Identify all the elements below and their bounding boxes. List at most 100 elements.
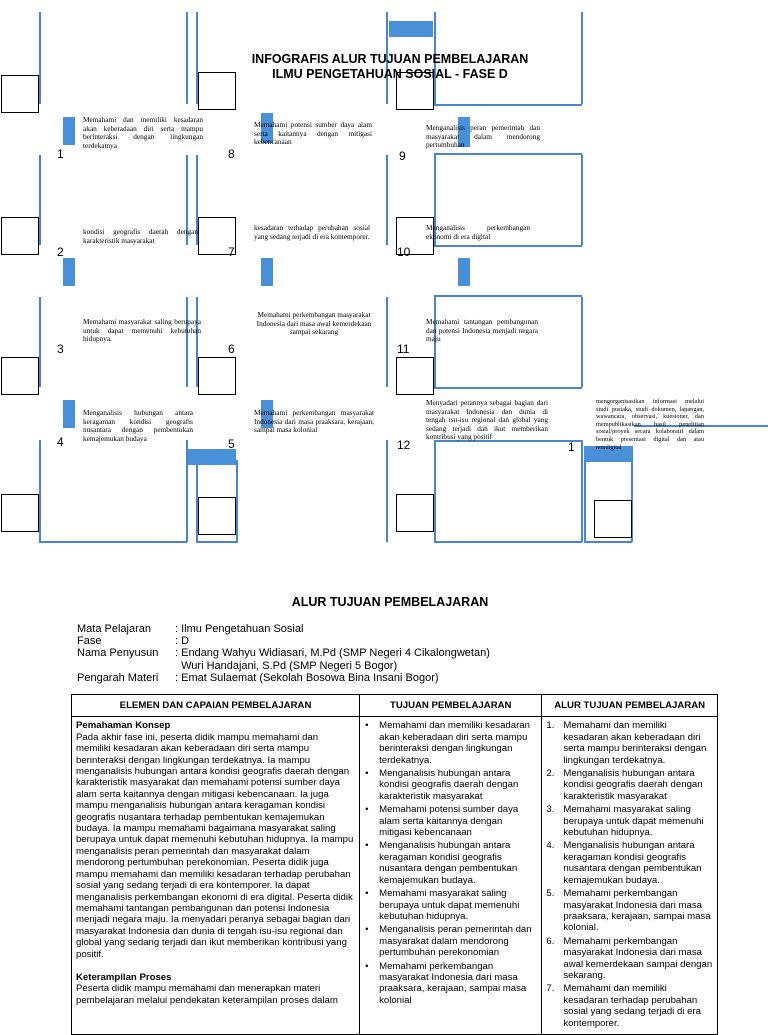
connector-line: [434, 104, 582, 106]
list-number: 1.: [546, 720, 555, 732]
meta-value: : Ilmu Pengetahuan Sosial: [175, 623, 304, 635]
step-number: 11: [397, 342, 410, 356]
step-marker-box: [396, 357, 434, 395]
list-item: 5.Memahami perkembangan masyarakat Indon…: [546, 888, 713, 934]
list-number: 7.: [546, 983, 555, 995]
list-item: 3.Memahami masyarakat saling berupaya un…: [546, 804, 713, 838]
list-number: 2.: [546, 768, 555, 780]
elemen-cell: Pemahaman Konsep Pada akhir fase ini, pe…: [70, 716, 361, 1035]
connector-line: [196, 12, 198, 104]
meta-row-phase: Fase : D: [77, 635, 490, 647]
connector-bar: [63, 258, 75, 286]
alur-list: 1. Memahami dan memiliki kesadaran akan k…: [546, 720, 713, 1029]
step-text: Memahami tantangan pembangunan dan poten…: [426, 317, 538, 344]
connector-line: [581, 12, 583, 104]
table-header-row: ELEMEN DAN CAPAIAN PEMBELAJARAN TUJUAN P…: [70, 693, 718, 718]
connector-line: [196, 155, 198, 245]
connector-bar: [63, 117, 75, 145]
meta-value: : Emat Sulaemat (Sekolah Bosowa Bina Ins…: [175, 671, 439, 684]
step-number: 1: [568, 440, 575, 454]
connector-line: [434, 155, 436, 245]
document-title: ALUR TUJUAN PEMBELAJARAN: [291, 595, 489, 609]
step-marker-box: [198, 72, 236, 110]
step-marker-box: [396, 217, 434, 255]
list-text: Menganalisis hubungan antara keragaman k…: [563, 840, 702, 886]
connector-line: [39, 12, 41, 104]
connector-line: [386, 12, 388, 104]
connector-line: [236, 460, 238, 542]
connector-line: [196, 460, 198, 542]
infographic-title-line1: INFOGRAFIS ALUR TUJUAN PEMBELAJARAN: [251, 52, 529, 66]
table-header: TUJUAN PEMBELAJARAN: [359, 693, 543, 718]
meta-key: Nama Penyusun: [77, 647, 159, 660]
step-marker-box: [396, 72, 434, 110]
step-number: 6: [228, 342, 235, 356]
connector-line: [581, 155, 583, 245]
step-text: Menganalisis peran pemerintah dan masyar…: [426, 123, 540, 150]
list-text: Memahami dan memiliki kesadaran terhadap…: [563, 983, 701, 1029]
step-text: Memahami masyarakat saling berupaya untu…: [83, 317, 201, 344]
connector-line: [584, 541, 632, 543]
list-text: Memahami masyarakat saling berupaya untu…: [563, 804, 704, 839]
connector-line: [386, 297, 388, 387]
connector-line: [434, 387, 582, 389]
connector-bar: [63, 400, 75, 428]
connector-line: [631, 446, 633, 542]
list-item: Memahami potensi sumber daya alam serta …: [364, 804, 537, 838]
meta-row-author: Nama Penyusun : Endang Wahyu Widiasari, …: [77, 647, 490, 659]
list-item: Memahami dan memiliki kesadaran akan keb…: [364, 720, 537, 766]
tujuan-list: Memahami dan memiliki kesadaran akan keb…: [364, 720, 537, 1006]
meta-key: [77, 660, 175, 672]
connector-line: [39, 155, 41, 245]
step-number: 2: [57, 245, 64, 259]
connector-bar: [188, 449, 236, 465]
connector-line: [186, 155, 188, 245]
meta-row-author2: Wuri Handajani, S.Pd (SMP Negeri 5 Bogor…: [77, 660, 490, 672]
step-text: Menganalisis perkembangan ekonomi di era…: [426, 223, 530, 241]
meta-value: Wuri Handajani, S.Pd (SMP Negeri 5 Bogor…: [175, 659, 398, 672]
step-marker-box: [1, 75, 39, 113]
list-text: Menganalisis hubungan antara kondisi geo…: [563, 768, 703, 802]
section-heading: Keterampilan Proses: [76, 971, 172, 983]
connector-line: [434, 295, 582, 297]
connector-line: [434, 440, 582, 442]
step-text: kondisi geografis daerah dengan karakter…: [83, 227, 198, 245]
connector-line: [186, 440, 188, 542]
section-heading: Pemahaman Konsep: [76, 720, 171, 732]
connector-bar: [458, 258, 470, 286]
step-text: mengorganisasikan informasi melalui stud…: [596, 398, 704, 451]
list-item: Menganalisis hubungan antara kondisi geo…: [364, 768, 537, 802]
infographic-title-line2: ILMU PENGETAHUAN SOSIAL - FASE D: [272, 67, 508, 81]
connector-line: [434, 440, 436, 542]
document-metadata: Mata Pelajaran : Ilmu Pengetahuan Sosial…: [77, 623, 490, 684]
meta-key: Fase: [77, 635, 102, 648]
list-item: Memahami masyarakat saling berupaya untu…: [364, 888, 537, 922]
list-text: Memahami perkembangan masyarakat Indones…: [563, 888, 711, 934]
table-header: ALUR TUJUAN PEMBELAJARAN: [541, 693, 718, 718]
step-number: 7: [228, 245, 235, 259]
connector-bar: [389, 21, 433, 37]
list-item: 1. Memahami dan memiliki kesadaran akan k…: [546, 720, 713, 766]
section-paragraph: Pada akhir fase ini, peserta didik mampu…: [76, 731, 354, 960]
table-header: ELEMEN DAN CAPAIAN PEMBELAJARAN: [70, 693, 361, 718]
learning-objectives-table: ELEMEN DAN CAPAIAN PEMBELAJARAN TUJUAN P…: [70, 693, 718, 1035]
meta-row-director: Pengarah Materi : Emat Sulaemat (Sekolah…: [77, 672, 490, 684]
connector-line: [634, 425, 768, 427]
tujuan-cell: Memahami dan memiliki kesadaran akan keb…: [359, 716, 543, 1035]
connector-line: [196, 297, 198, 387]
step-marker-box: [1, 494, 39, 532]
connector-line: [434, 297, 436, 387]
connector-line: [39, 297, 41, 387]
list-text: Memahami dan memiliki kesadaran akan keb…: [563, 720, 707, 766]
step-marker-box: [198, 497, 236, 535]
connector-bar: [458, 117, 470, 147]
connector-line: [434, 541, 582, 543]
step-number: 8: [228, 147, 235, 161]
connector-line: [39, 541, 187, 543]
connector-line: [39, 440, 41, 542]
step-text: Memahami potensi sumber daya alam serta …: [254, 120, 372, 147]
step-marker-box: [1, 217, 39, 255]
alur-cell: 1. Memahami dan memiliki kesadaran akan k…: [541, 716, 718, 1035]
connector-line: [196, 541, 238, 543]
step-marker-box: [198, 217, 236, 255]
